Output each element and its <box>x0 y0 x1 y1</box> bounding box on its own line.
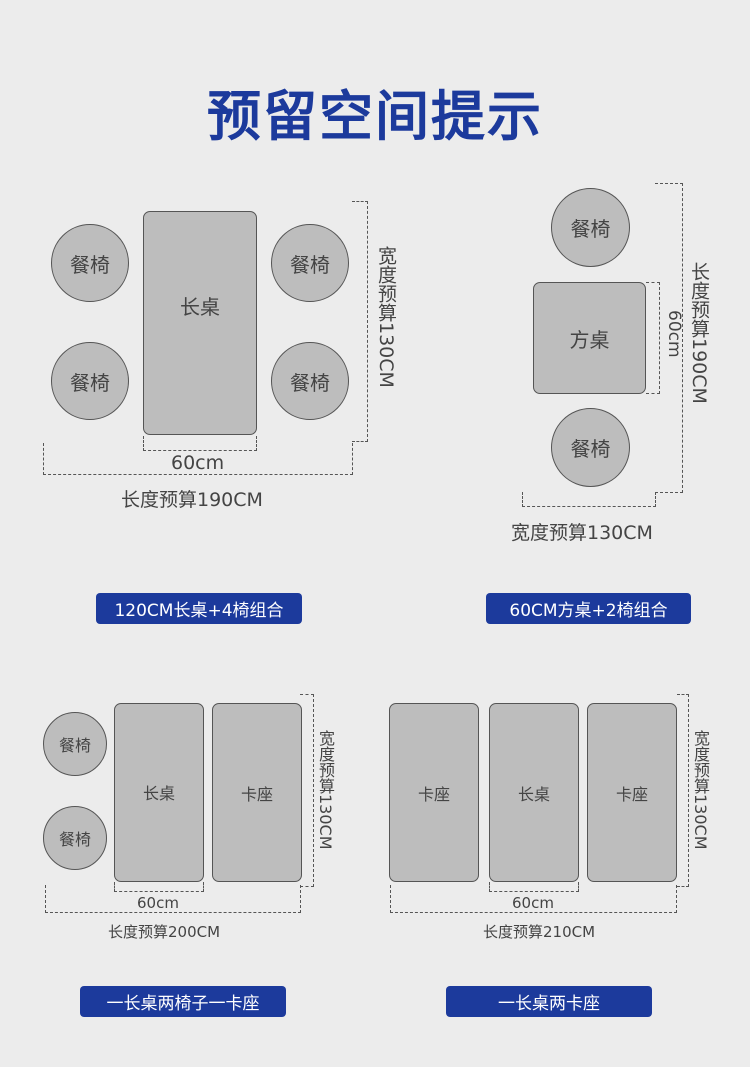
long-table: 长桌 <box>114 703 204 882</box>
combo-banner: 一长桌两椅子一卡座 <box>80 986 286 1017</box>
dimension-line <box>367 201 368 442</box>
dimension-line <box>688 694 689 887</box>
dimension-line <box>45 912 301 913</box>
booth-seat: 卡座 <box>587 703 677 882</box>
dimension-line <box>522 492 523 507</box>
dimension-line <box>677 694 689 695</box>
dimension-line <box>655 492 656 507</box>
long-table: 长桌 <box>489 703 579 882</box>
dimension-line <box>682 183 683 493</box>
page-title: 预留空间提示 <box>207 85 543 148</box>
dimension-line <box>300 694 314 695</box>
dimension-line <box>256 436 257 451</box>
chair: 餐椅 <box>551 408 630 487</box>
combo-banner: 一长桌两卡座 <box>446 986 652 1017</box>
length-label: 长度预算200CM <box>108 923 221 941</box>
dimension-line <box>45 885 46 913</box>
dimension-line <box>646 282 660 283</box>
dimension-line <box>300 885 301 913</box>
combo-banner: 60CM方桌+2椅组合 <box>486 593 691 624</box>
dimension-line <box>203 882 204 892</box>
width-label: 60cm <box>137 894 179 912</box>
booth-seat: 卡座 <box>389 703 479 882</box>
length-label: 长度预算190CM <box>121 489 263 511</box>
square-table: 方桌 <box>533 282 646 394</box>
chair: 餐椅 <box>43 806 107 870</box>
chair: 餐椅 <box>43 712 107 776</box>
length-label: 长度预算210CM <box>483 923 596 941</box>
combo-banner: 120CM长桌+4椅组合 <box>96 593 302 624</box>
dimension-line <box>352 201 368 202</box>
dimension-line <box>352 441 368 442</box>
dimension-line <box>655 492 683 493</box>
dimension-line <box>114 882 115 892</box>
chair: 餐椅 <box>51 342 129 420</box>
dimension-line <box>676 885 677 913</box>
dimension-line <box>489 891 579 892</box>
chair: 餐椅 <box>271 224 349 302</box>
long-table: 长桌 <box>143 211 257 435</box>
width-label: 60cm <box>664 310 684 358</box>
dimension-line <box>352 443 353 475</box>
dimension-line <box>313 694 314 887</box>
depth-label: 宽度预算130CM <box>375 246 397 388</box>
dimension-line <box>578 882 579 892</box>
width-label: 60cm <box>171 452 225 474</box>
dimension-line <box>646 393 660 394</box>
dimension-line <box>655 183 683 184</box>
booth-seat: 卡座 <box>212 703 302 882</box>
dimension-line <box>43 443 44 475</box>
dimension-line <box>300 886 314 887</box>
dimension-line <box>143 450 257 451</box>
dimension-line <box>659 282 660 394</box>
chair: 餐椅 <box>271 342 349 420</box>
dimension-line <box>390 912 677 913</box>
dimension-line <box>114 891 204 892</box>
dimension-line <box>390 885 391 913</box>
depth-label: 宽度预算130CM <box>511 522 653 544</box>
dimension-line <box>489 882 490 892</box>
dimension-line <box>43 474 353 475</box>
chair: 餐椅 <box>551 188 630 267</box>
depth-label: 宽度预算130CM <box>316 730 335 850</box>
depth-label: 宽度预算130CM <box>691 730 710 850</box>
length-label: 长度预算190CM <box>688 262 710 404</box>
dimension-line <box>677 886 689 887</box>
dimension-line <box>522 506 656 507</box>
chair: 餐椅 <box>51 224 129 302</box>
width-label: 60cm <box>512 894 554 912</box>
dimension-line <box>143 436 144 451</box>
